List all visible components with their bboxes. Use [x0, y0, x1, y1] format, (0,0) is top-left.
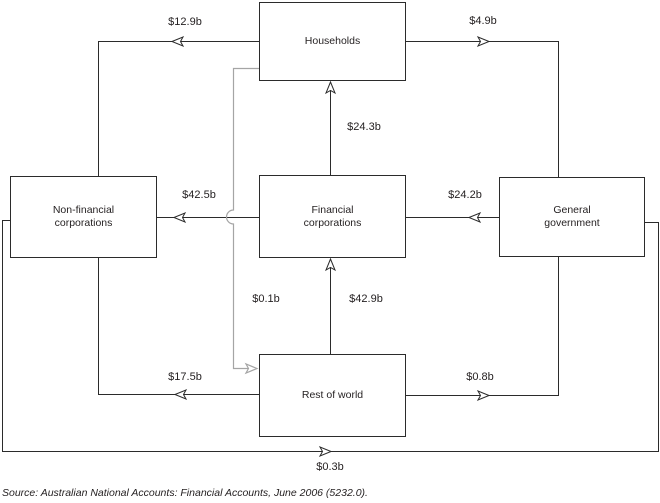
- flow-amount-households-to-general-government: $4.9b: [469, 15, 497, 27]
- node-households: Households: [259, 2, 406, 81]
- flow-rest-of-world-to-non-financial-line: [98, 258, 259, 395]
- flow-amount-financial-to-non-financial: $42.5b: [182, 189, 216, 201]
- node-financial-corporations-label-line1: Financial: [311, 203, 354, 216]
- flow-amount-households-to-non-financial: $12.9b: [168, 16, 202, 28]
- flow-rest-of-world-to-non-financial-arrowhead-icon: [173, 388, 188, 401]
- flow-households-to-rest-of-world-line: [225, 67, 259, 370]
- flow-amount-rest-of-world-to-non-financial: $17.5b: [168, 371, 202, 383]
- flow-financial-to-non-financial-arrowhead-icon: [172, 211, 187, 224]
- flow-amount-general-government-to-financial: $24.2b: [448, 189, 482, 201]
- flow-non-financial-to-general-government-arrowhead-icon: [318, 445, 333, 458]
- node-non-financial-corporations-label-line1: Non-financial: [52, 204, 115, 216]
- flow-amount-rest-of-world-to-financial: $42.9b: [349, 293, 383, 305]
- node-general-government-label-line2: government: [544, 217, 600, 229]
- flow-households-to-general-government-arrowhead-icon: [476, 35, 491, 48]
- source-note: Source: Australian National Accounts: Fi…: [2, 487, 368, 499]
- node-non-financial-corporations-label-line2: corporations: [54, 217, 113, 229]
- flow-households-to-non-financial-arrowhead-icon: [170, 35, 185, 48]
- flow-general-government-to-financial-arrowhead-icon: [467, 211, 482, 224]
- flow-amount-rest-of-world-to-general-government: $0.8b: [466, 371, 494, 383]
- flow-amount-non-financial-to-general-government: $0.3b: [316, 461, 344, 473]
- node-general-government: General government: [499, 177, 645, 257]
- flow-financial-to-households-arrowhead-icon: [324, 80, 337, 95]
- node-non-financial-corporations: Non-financial corporations: [10, 176, 157, 258]
- flow-households-to-rest-of-world-arrowhead-icon: [244, 362, 259, 375]
- flow-rest-of-world-to-general-government-arrowhead-icon: [476, 389, 491, 402]
- node-rest-of-world: Rest of world: [259, 354, 406, 437]
- node-households-label: Households: [304, 35, 361, 47]
- flow-amount-households-to-rest-of-world: $0.1b: [252, 293, 280, 305]
- flow-households-to-non-financial-line: [98, 41, 259, 176]
- node-rest-of-world-label: Rest of world: [301, 389, 364, 401]
- node-general-government-label-line1: General: [553, 204, 591, 216]
- flow-rest-of-world-to-general-government-line: [406, 257, 559, 396]
- flow-households-to-general-government-line: [406, 41, 559, 177]
- node-financial-corporations-label-line2: corporations: [303, 216, 362, 229]
- flow-amount-financial-to-households: $24.3b: [347, 121, 381, 133]
- node-financial-corporations: Financial corporations: [259, 175, 406, 258]
- flow-rest-of-world-to-financial-arrowhead-icon: [324, 257, 337, 272]
